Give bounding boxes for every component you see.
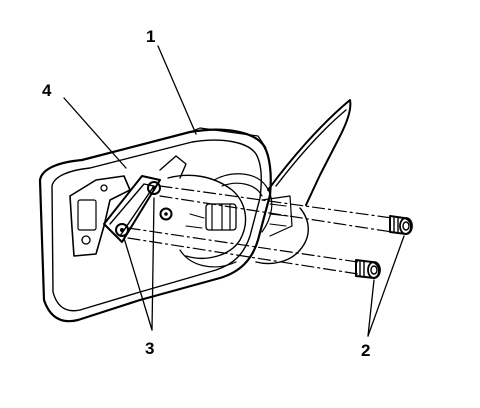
leader-lines	[63, 45, 405, 337]
mirror-mount-arm	[255, 99, 352, 265]
screw-removed-lower	[355, 259, 381, 279]
callout-2: 2	[361, 341, 370, 360]
callout-1: 1	[146, 27, 155, 46]
retaining-plate	[103, 175, 161, 243]
screw-icon	[115, 223, 129, 237]
screw-icon	[147, 181, 161, 195]
alignment-lines	[127, 185, 393, 275]
screws-installed	[115, 181, 173, 237]
screw-icon	[159, 207, 173, 221]
screw-removed-upper	[389, 215, 413, 235]
callout-3: 3	[145, 339, 154, 358]
callout-4: 4	[42, 81, 52, 100]
mirror-housing	[38, 127, 272, 323]
